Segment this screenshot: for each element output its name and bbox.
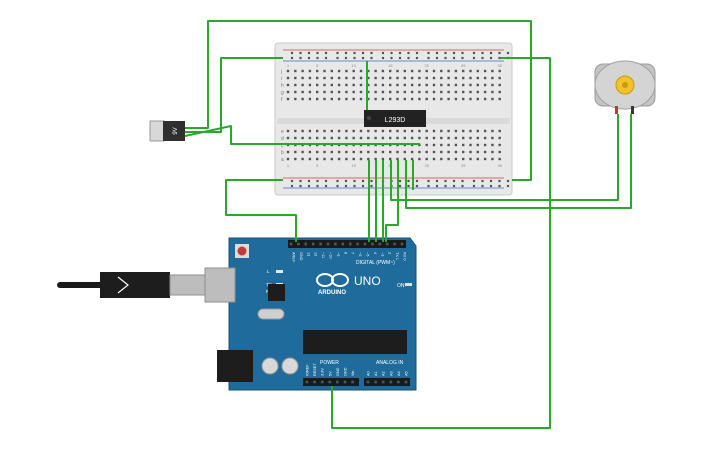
pin-label: ~9	[336, 252, 340, 256]
row-letter-j: j	[280, 69, 282, 75]
wire-battery-chip	[184, 125, 420, 145]
crystal	[257, 308, 285, 320]
pin-label: A5	[405, 371, 409, 376]
wires[interactable]	[184, 20, 632, 429]
capacitor-left	[261, 357, 279, 375]
pin-label: GND	[344, 367, 348, 376]
pin-label: RESET	[313, 363, 317, 376]
arduino-logo-icon	[316, 273, 349, 287]
pin-label: RX 0	[403, 252, 407, 260]
column-number: 1	[287, 163, 290, 168]
reset-button[interactable]	[237, 246, 247, 256]
column-number: 30	[497, 163, 502, 168]
power-label: POWER	[320, 360, 339, 366]
column-number: 20	[424, 63, 429, 68]
row-letter-a: a	[281, 157, 284, 163]
wire-gnd	[225, 179, 297, 242]
pin-label: 4	[373, 252, 377, 254]
usb-port	[204, 267, 236, 303]
row-letter-i: i	[281, 76, 282, 82]
pin-label: GND	[336, 367, 340, 376]
pin-label: 2	[388, 252, 392, 254]
wire-pin-4	[385, 160, 399, 242]
row-letter-f: f	[281, 97, 283, 103]
pin-label: ~3	[380, 252, 384, 256]
pin-label: ~10	[329, 252, 333, 258]
pin-label: A2	[382, 371, 386, 376]
on-label: ON	[397, 283, 405, 289]
pin-label: Vin	[351, 371, 355, 376]
pin-label: 12	[314, 252, 318, 256]
digital-label: DIGITAL (PWM~)	[356, 260, 395, 266]
column-number: 25	[461, 63, 466, 68]
wire-battery-minus	[185, 57, 283, 133]
pin-label: A0	[367, 371, 371, 376]
pin-label: ~11	[321, 252, 325, 258]
column-number: 10	[351, 163, 356, 168]
column-number: 10	[351, 63, 356, 68]
row-letter-c: c	[281, 143, 284, 149]
pin-label: 7	[351, 252, 355, 254]
usb-cable[interactable]	[57, 272, 206, 298]
breadboard-holes[interactable]	[286, 51, 510, 188]
pin-label: A3	[389, 371, 393, 376]
analog-label: ANALOG IN	[376, 360, 404, 366]
atmega-chip	[303, 330, 407, 354]
arduino-logo-text: ARDUINO	[318, 290, 346, 296]
chip-label: L293D	[385, 117, 406, 124]
pin-label: TX 1	[395, 252, 399, 260]
row-letter-b: b	[281, 150, 284, 156]
column-number: 1	[287, 63, 290, 68]
power-jack	[217, 350, 253, 382]
wire-5v	[331, 57, 551, 429]
dc-motor[interactable]	[594, 60, 656, 114]
wire-motor-a	[390, 114, 619, 201]
pin-label: AREF	[292, 252, 296, 263]
row-letter-e: e	[281, 129, 284, 135]
arduino-uno[interactable]: ARDUINO UNO DIGITAL (PWM~) ON L TX RX PO…	[204, 237, 417, 391]
l293d-chip[interactable]: L293D	[364, 110, 426, 127]
pin-label: 3.3V	[321, 368, 325, 376]
pin-label: 5V	[328, 371, 332, 376]
arduino-model-text: UNO	[354, 274, 381, 288]
row-letter-g: g	[281, 90, 284, 96]
pin-label: ~5	[366, 252, 370, 256]
row-letter-h: h	[281, 83, 284, 89]
row-letter-d: d	[281, 136, 284, 142]
pin-label: A1	[374, 371, 378, 376]
pin-label: 13	[306, 252, 310, 256]
column-number: 5	[316, 163, 319, 168]
column-number: 20	[424, 163, 429, 168]
capacitor-right	[281, 357, 299, 375]
pin-label: IOREF	[306, 364, 310, 376]
pin-label: 8	[343, 252, 347, 254]
wire-battery-plus	[185, 20, 532, 181]
column-number: 25	[461, 163, 466, 168]
pin-label: GND	[299, 252, 303, 261]
l-label: L	[267, 269, 270, 274]
digital-header[interactable]	[288, 240, 406, 248]
usb-chip	[268, 284, 285, 301]
pin-label: A4	[397, 371, 401, 376]
battery-9v[interactable]: 9V	[149, 120, 185, 142]
wire-motor-b	[405, 114, 632, 209]
analog-header[interactable]	[364, 378, 410, 386]
pin-label: ~6	[358, 252, 362, 256]
column-number: 30	[497, 63, 502, 68]
column-number: 15	[388, 63, 393, 68]
battery-label: 9V	[173, 127, 179, 134]
column-number: 5	[316, 63, 319, 68]
